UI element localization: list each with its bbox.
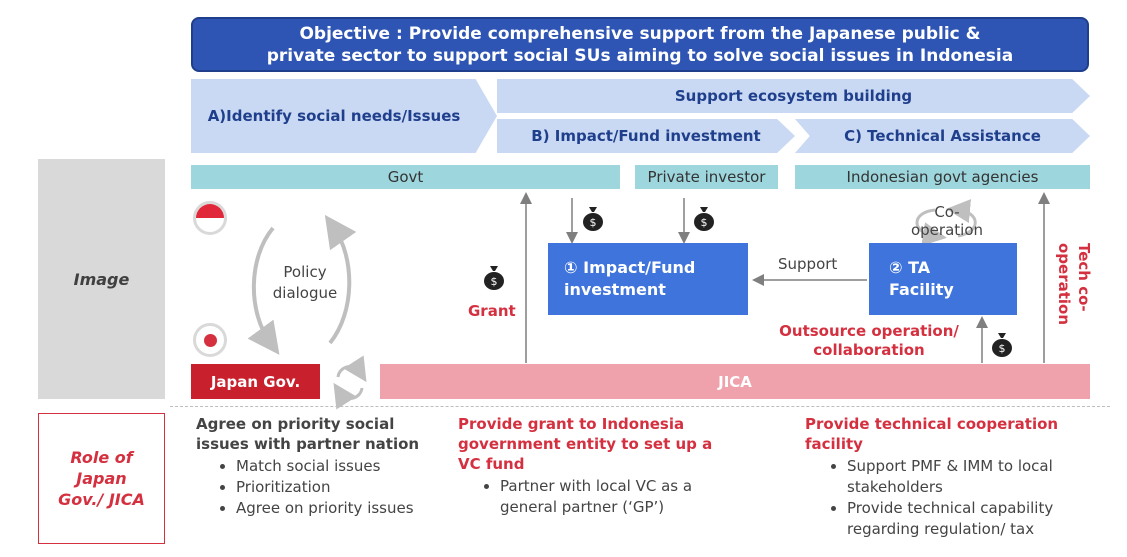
phase-a-label: A)Identify social needs/Issues: [207, 107, 461, 125]
jica-bar: JICA: [380, 364, 1090, 399]
outsource-line-1: Outsource operation/: [779, 322, 959, 340]
ta-line-1: ② TA: [889, 258, 931, 277]
impact-line-1: ① Impact/Fund: [564, 258, 696, 277]
indonesian-agencies-label: Indonesian govt agencies: [846, 168, 1039, 186]
role-1-title: Agree on priority social issues with par…: [196, 414, 456, 454]
list-item: Support PMF & IMM to local stakeholders: [847, 456, 1105, 498]
image-row-label: Image: [38, 159, 165, 399]
role-3-b2-line-1: Provide technical capability: [847, 499, 1054, 517]
phase-b-chevron: B) Impact/Fund investment: [497, 119, 795, 153]
money-bag-icon: $: [992, 333, 1012, 357]
role-3-b1-line-2: stakeholders: [847, 478, 943, 496]
list-item: Prioritization: [236, 477, 456, 498]
role-label-line-2: Japan: [76, 469, 127, 488]
role-3-b1-line-1: Support PMF & IMM to local: [847, 457, 1053, 475]
phase-c-chevron: C) Technical Assistance: [795, 119, 1090, 153]
list-item: Match social issues: [236, 456, 456, 477]
objective-line-1: Objective : Provide comprehensive suppor…: [299, 23, 981, 44]
outsource-label: Outsource operation/ collaboration: [766, 322, 972, 360]
japan-flag-icon: [193, 323, 227, 357]
role-1-title-line-2: issues with partner nation: [196, 435, 420, 453]
role-2-bullets: Partner with local VC as a general partn…: [458, 476, 758, 518]
svg-text:$: $: [590, 216, 597, 229]
money-bag-icon: $: [583, 207, 603, 231]
coop-line-2: operation: [910, 221, 984, 239]
money-bag-icon: $: [694, 207, 714, 231]
jica-label: JICA: [718, 372, 752, 391]
role-2-title-line-2: government entity to set up a: [458, 435, 713, 453]
japan-gov-label: Japan Gov.: [210, 372, 301, 391]
indonesian-agencies-bar: Indonesian govt agencies: [795, 165, 1090, 189]
role-2-bullet-line-1: Partner with local VC as a: [500, 477, 693, 495]
ta-facility-box: ② TA Facility: [869, 243, 1017, 315]
phase-c-label: C) Technical Assistance: [844, 127, 1041, 145]
indonesia-flag-icon: [193, 201, 227, 235]
money-bag-icon: $: [484, 266, 504, 290]
role-label-line-3: Gov./ JICA: [58, 490, 145, 509]
phase-a-chevron: A)Identify social needs/Issues: [191, 79, 497, 153]
role-2-title-line-1: Provide grant to Indonesia: [458, 415, 685, 433]
support-label: Support: [778, 255, 838, 273]
policy-line-2: dialogue: [272, 284, 338, 302]
tech-coop-line-2: operation: [1055, 243, 1073, 326]
cooperation-label: Co- operation: [904, 203, 990, 239]
role-1-title-line-1: Agree on priority social: [196, 415, 395, 433]
list-item: Partner with local VC as a general partn…: [500, 476, 758, 518]
role-2-title: Provide grant to Indonesia government en…: [458, 414, 758, 474]
cycle-arrows-icon: [333, 355, 367, 410]
grant-label: Grant: [468, 302, 516, 320]
objective-banner: Objective : Provide comprehensive suppor…: [191, 17, 1089, 72]
policy-dialogue-label: Policy dialogue: [262, 262, 348, 304]
phase-b-label: B) Impact/Fund investment: [531, 127, 761, 145]
role-column-2: Provide grant to Indonesia government en…: [458, 414, 758, 518]
ta-line-2: Facility: [889, 280, 954, 299]
svg-text:$: $: [491, 275, 498, 288]
list-item: Agree on priority issues: [236, 498, 456, 519]
role-2-bullet-line-2: general partner (‘GP’): [500, 498, 665, 516]
role-3-title-line-2: facility: [805, 435, 863, 453]
section-divider: [170, 406, 1110, 407]
role-1-bullets: Match social issues Prioritization Agree…: [196, 456, 456, 519]
role-row-label: Role of Japan Gov./ JICA: [38, 413, 165, 544]
impact-line-2: investment: [564, 280, 666, 299]
svg-text:$: $: [999, 342, 1006, 355]
outsource-line-2: collaboration: [813, 341, 925, 359]
govt-bar: Govt: [191, 165, 620, 189]
private-investor-bar: Private investor: [635, 165, 778, 189]
role-label-line-1: Role of: [70, 448, 133, 467]
tech-coop-label: Tech co- operation: [1048, 243, 1094, 325]
private-investor-label: Private investor: [647, 168, 766, 186]
role-column-3: Provide technical cooperation facility S…: [805, 414, 1105, 540]
govt-label: Govt: [387, 168, 424, 186]
role-3-b2-line-2: regarding regulation/ tax: [847, 520, 1035, 538]
objective-line-2: private sector to support social SUs aim…: [266, 45, 1014, 66]
role-column-1: Agree on priority social issues with par…: [196, 414, 456, 519]
svg-text:$: $: [701, 216, 708, 229]
role-3-bullets: Support PMF & IMM to local stakeholders …: [805, 456, 1105, 540]
list-item: Provide technical capability regarding r…: [847, 498, 1105, 540]
cooperation-loop-icon: [915, 199, 977, 246]
policy-dialogue-loop-icon: [247, 214, 357, 355]
coop-line-1: Co-: [934, 203, 960, 221]
policy-line-1: Policy: [283, 263, 327, 281]
image-label: Image: [73, 269, 130, 289]
japan-gov-bar: Japan Gov.: [191, 364, 320, 399]
ecosystem-label: Support ecosystem building: [674, 87, 913, 105]
tech-coop-line-1: Tech co-: [1075, 243, 1093, 312]
impact-fund-box: ① Impact/Fund investment: [548, 243, 748, 315]
role-3-title-line-1: Provide technical cooperation: [805, 415, 1059, 433]
role-2-title-line-3: VC fund: [458, 455, 525, 473]
role-3-title: Provide technical cooperation facility: [805, 414, 1105, 454]
ecosystem-chevron: Support ecosystem building: [497, 79, 1090, 113]
